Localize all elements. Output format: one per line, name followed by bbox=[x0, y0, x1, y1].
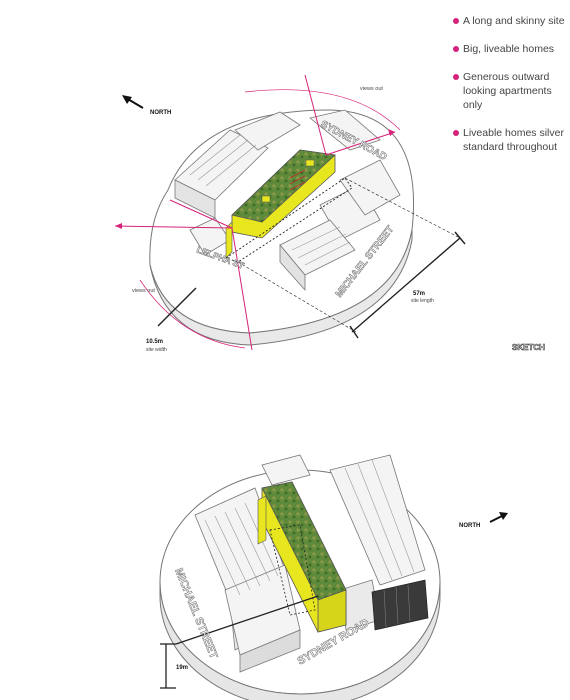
bullet-text: Generous outward looking apartments only bbox=[463, 71, 552, 111]
list-item: Liveable homes silver standard throughou… bbox=[453, 126, 568, 154]
bullet-dot-icon bbox=[453, 18, 459, 24]
north-arrow-icon bbox=[122, 95, 144, 109]
left-views-out-label: views out bbox=[132, 288, 155, 294]
height-value: 19m bbox=[176, 665, 188, 671]
bullet-text: A long and skinny site bbox=[463, 15, 565, 27]
bullet-text: Liveable homes silver standard throughou… bbox=[463, 127, 564, 153]
list-item: A long and skinny site bbox=[453, 14, 568, 28]
top-site-diagram: NORTH views out views out SYDNEY ROAD MI… bbox=[114, 74, 545, 353]
feature-list: A long and skinny site Big, liveable hom… bbox=[453, 14, 568, 168]
site-width-label: site width bbox=[146, 347, 167, 353]
site-length-value: 57m bbox=[413, 291, 425, 297]
bullet-dot-icon bbox=[453, 46, 459, 52]
site-length-label: site length bbox=[411, 298, 434, 304]
top-north-label: NORTH bbox=[150, 110, 171, 116]
bottom-north-label: NORTH bbox=[459, 523, 480, 529]
bottom-site-diagram: NORTH MICHAEL STREET SYDNEY ROAD 19m bbox=[159, 454, 508, 700]
top-views-out-label: views out bbox=[360, 86, 383, 92]
list-item: Big, liveable homes bbox=[453, 42, 568, 56]
bullet-dot-icon bbox=[453, 130, 459, 136]
site-width-value: 10.5m bbox=[146, 339, 163, 345]
bottom-north-arrow-icon bbox=[489, 512, 508, 523]
list-item: Generous outward looking apartments only bbox=[453, 70, 568, 112]
bullet-text: Big, liveable homes bbox=[463, 43, 555, 55]
logo: SKETCH bbox=[512, 343, 545, 352]
bullet-dot-icon bbox=[453, 74, 459, 80]
